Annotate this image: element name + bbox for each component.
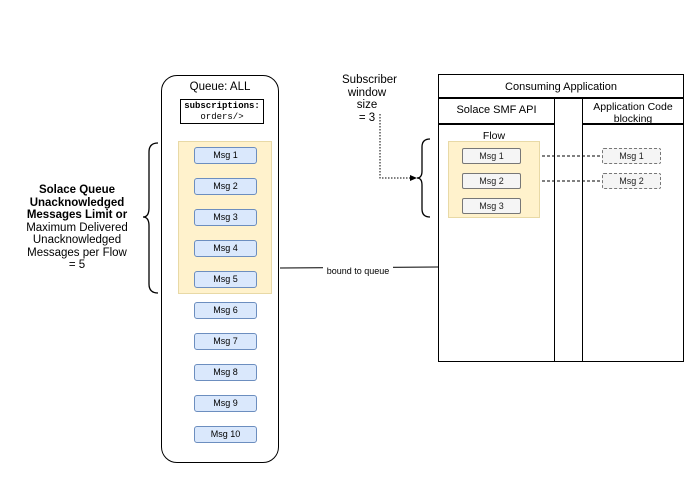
app-header-divider: [438, 97, 684, 99]
left-brace: [142, 142, 159, 294]
smf-header-divider: [438, 123, 555, 125]
queue-message: Msg 2: [194, 178, 257, 195]
consuming-application-title: Consuming Application: [505, 81, 617, 93]
queue-message: Msg 5: [194, 271, 257, 288]
queue-message: Msg 4: [194, 240, 257, 257]
subscriptions-value: orders/>: [200, 112, 244, 122]
queue-message: Msg 8: [194, 364, 257, 381]
limit-bold-line: Unacknowledged: [29, 196, 125, 209]
window-line: Subscriber: [342, 74, 397, 86]
limit-bold-line: Messages Limit or: [26, 209, 128, 221]
app-code-title-line: Application Code: [593, 101, 673, 113]
limit-line: Messages per Flow: [27, 246, 127, 259]
window-size-arrow: [379, 114, 412, 179]
flow-brace: [416, 138, 431, 218]
app-code-message: Msg 1: [602, 148, 661, 164]
unacked-limit-label: Solace Queue Unacknowledged Messages Lim…: [12, 184, 142, 272]
limit-line: = 5: [68, 259, 86, 271]
smf-api-column: [438, 97, 555, 362]
app-code-column: [582, 97, 684, 362]
queue-message: Msg 1: [194, 147, 257, 164]
smf-api-title: Solace SMF API: [456, 104, 537, 116]
flow-message: Msg 2: [462, 173, 521, 189]
flow-title: Flow: [482, 130, 506, 142]
limit-line: Maximum Delivered: [26, 221, 128, 234]
subscriptions-box: subscriptions: orders/>: [180, 99, 264, 124]
app-code-message: Msg 2: [602, 173, 661, 189]
window-line: window size: [347, 86, 387, 112]
app-code-header-divider: [582, 123, 684, 125]
consuming-application-box: [438, 74, 684, 362]
flow-message: Msg 3: [462, 198, 521, 214]
limit-line: Unacknowledged: [32, 234, 122, 246]
queue-message: Msg 6: [194, 302, 257, 319]
queue-message: Msg 7: [194, 333, 257, 350]
window-size-arrowhead: [410, 175, 417, 181]
queue-message: Msg 3: [194, 209, 257, 226]
window-line: = 3: [358, 111, 376, 124]
subscriber-window-label: Subscriber window size = 3: [342, 74, 397, 124]
flow-message: Msg 1: [462, 148, 521, 164]
queue-title: Queue: ALL: [189, 81, 251, 93]
subscriptions-label: subscriptions:: [184, 101, 260, 111]
queue-message: Msg 10: [194, 426, 257, 443]
app-code-title: Application Code blocking: [582, 101, 684, 125]
limit-bold-line: Solace Queue: [38, 184, 116, 196]
queue-message: Msg 9: [194, 395, 257, 412]
bound-to-queue-label: bound to queue: [323, 266, 393, 276]
app-code-title-line: blocking: [613, 113, 653, 125]
